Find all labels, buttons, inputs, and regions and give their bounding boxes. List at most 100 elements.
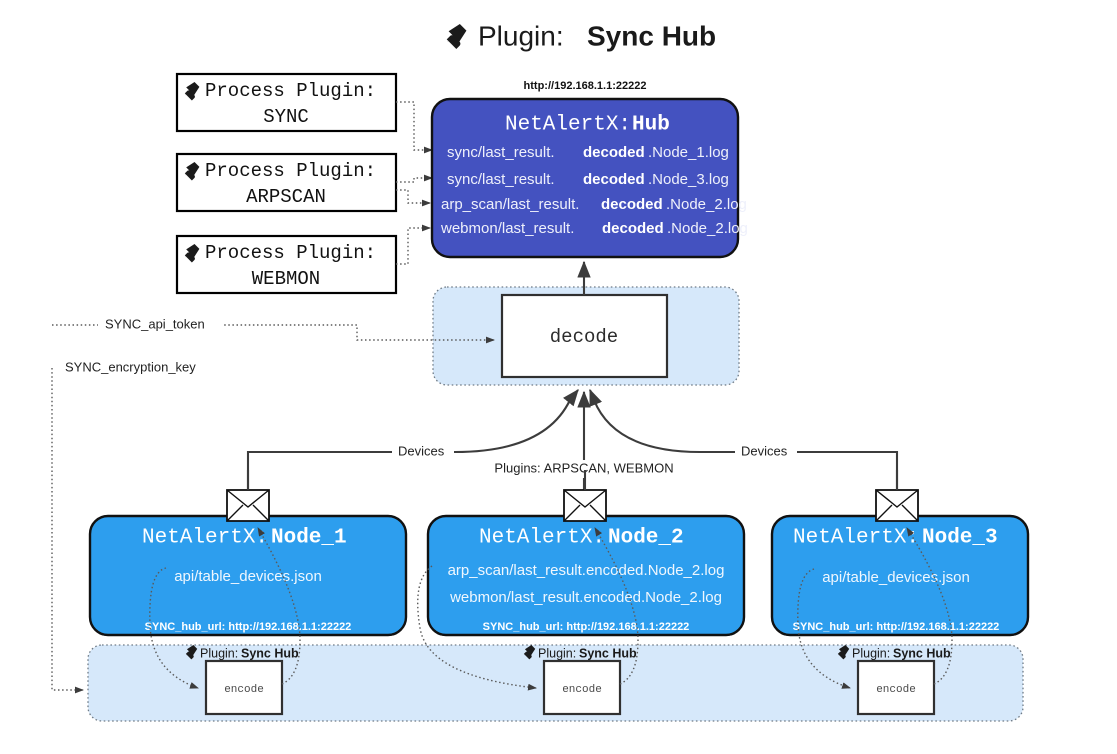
node-name-label: Node_1 [271, 527, 347, 550]
encode-cluster: Plugin: Sync Hub encode Plugin: Sync Hub… [87, 644, 1024, 722]
process-plugin-box-sync[interactable]: Process Plugin: SYNC [175, 72, 398, 133]
page-title-name: Sync Hub [587, 20, 716, 51]
hub-url-label: http://192.168.1.1:22222 [524, 80, 647, 92]
envelope-icon [563, 489, 607, 522]
encoder-plugin-prefix: Plugin: [200, 646, 238, 660]
hub-log-prefix: sync/last_result. [447, 144, 555, 161]
node-app-label: NetAlertX: [479, 527, 605, 550]
envelope-stubs [246, 470, 899, 490]
hub-log-emph: decoded [583, 171, 645, 188]
edge-encryption-key [51, 368, 84, 694]
edge-label-devices-right: Devices [741, 443, 788, 458]
encoder-plugin-prefix: Plugin: [538, 646, 576, 660]
node-log-line: api/table_devices.json [822, 569, 970, 586]
envelope-icon [875, 489, 919, 522]
node-3[interactable]: NetAlertX: Node_3 api/table_devices.json… [770, 489, 1030, 637]
envelope-icon [226, 489, 270, 522]
edge-label-devices-left: Devices [398, 443, 445, 458]
node-to-decode-edges: Devices Plugins: ARPSCAN, WEBMON Devices [246, 388, 899, 496]
hub-log-suffix: .Node_2.log [666, 196, 747, 213]
hub-log-prefix: arp_scan/last_result. [441, 196, 579, 213]
hub-log-emph: decoded [583, 144, 645, 161]
edge-label-backdrop [392, 443, 454, 461]
process-plugin-box-arpscan[interactable]: Process Plugin: ARPSCAN [175, 152, 398, 213]
hub-log-suffix: .Node_3.log [648, 171, 729, 188]
hub-node[interactable]: http://192.168.1.1:22222 NetAlertX: Hub … [430, 80, 748, 259]
edge-label-backdrop [60, 358, 230, 377]
edge-arpscan-to-hub-1 [396, 174, 433, 183]
encoder-plugin-name: Sync Hub [893, 646, 951, 660]
hub-log-line: arp_scan/last_result. decoded .Node_2.lo… [441, 196, 747, 213]
hub-name-label: Hub [632, 114, 670, 137]
process-plugin-rect [175, 234, 398, 295]
settings-edges: SYNC_api_token SYNC_encryption_key [51, 315, 495, 694]
process-plugin-heading: Process Plugin: [205, 80, 376, 102]
node-app-label: NetAlertX: [142, 527, 268, 550]
edge-label-backdrop [735, 443, 797, 461]
decode-cluster: decode [432, 286, 740, 386]
hub-app-label: NetAlertX: [505, 114, 631, 137]
encode-box[interactable] [856, 659, 936, 716]
node-setting-label: SYNC_hub_url: http://192.168.1.1:22222 [793, 621, 1000, 633]
hub-rect [430, 97, 740, 259]
hub-log-prefix: sync/last_result. [447, 171, 555, 188]
edge-node3-data-to-encode [797, 568, 851, 689]
hub-log-prefix: webmon/last_result. [440, 220, 574, 237]
decode-label: decode [550, 326, 618, 348]
process-plugin-rect [175, 152, 398, 213]
edge-node2-data-to-encode [417, 565, 537, 691]
edge-node1-encode-to-envelope [257, 527, 301, 685]
edge-node2-encode-to-envelope [594, 527, 639, 685]
hub-log-suffix: .Node_2.log [667, 220, 748, 237]
node-name-label: Node_3 [922, 527, 998, 550]
encode-flow-edges [149, 527, 953, 691]
plugin-to-hub-edges [396, 101, 433, 265]
hub-log-emph: decoded [601, 196, 663, 213]
edge-label-api-token: SYNC_api_token [105, 316, 205, 331]
hub-log-line: sync/last_result. decoded .Node_3.log [447, 171, 729, 188]
process-plugin-name: WEBMON [252, 268, 320, 290]
edge-sync-to-hub [396, 101, 433, 154]
encode-box[interactable] [542, 659, 622, 716]
hub-log-emph: decoded [602, 220, 664, 237]
encoder-3[interactable]: Plugin: Sync Hub encode [837, 645, 951, 716]
encode-label: encode [562, 684, 602, 696]
edge-node1-data-to-encode [149, 567, 199, 689]
edge-webmon-to-hub [396, 224, 431, 265]
edge-label-plugins-center: Plugins: ARPSCAN, WEBMON [494, 460, 673, 475]
edge-label-encryption-key: SYNC_encryption_key [65, 359, 196, 374]
process-plugin-list: Process Plugin: SYNC Process Plugin: ARP… [175, 72, 398, 295]
process-plugin-heading: Process Plugin: [205, 242, 376, 264]
node-2[interactable]: NetAlertX: Node_2 arp_scan/last_result.e… [426, 489, 746, 637]
node-app-label: NetAlertX: [793, 527, 919, 550]
page-title: Plugin: Sync Hub [446, 20, 716, 51]
edge-node3-to-decode [589, 388, 899, 496]
process-plugin-name: ARPSCAN [246, 186, 326, 208]
encode-label: encode [224, 684, 264, 696]
encoder-plugin-name: Sync Hub [241, 646, 299, 660]
node-log-line: api/table_devices.json [174, 568, 322, 585]
page-title-prefix: Plugin: [478, 20, 564, 51]
encode-label: encode [876, 684, 916, 696]
process-plugin-box-webmon[interactable]: Process Plugin: WEBMON [175, 234, 398, 295]
encoder-1[interactable]: Plugin: Sync Hub encode [185, 645, 299, 716]
node-setting-label: SYNC_hub_url: http://192.168.1.1:22222 [145, 621, 352, 633]
encoder-plugin-name: Sync Hub [579, 646, 637, 660]
edge-label-backdrop [502, 460, 668, 478]
node-1[interactable]: NetAlertX: Node_1 api/table_devices.json… [88, 489, 408, 637]
node-log-line: webmon/last_result.encoded.Node_2.log [449, 589, 722, 606]
hub-log-line: sync/last_result. decoded .Node_1.log [447, 144, 729, 161]
node-setting-label: SYNC_hub_url: http://192.168.1.1:22222 [483, 621, 690, 633]
encode-box[interactable] [204, 659, 284, 716]
node-name-label: Node_2 [608, 527, 684, 550]
edge-label-backdrop [98, 315, 224, 334]
edge-node1-to-decode [246, 389, 579, 496]
process-plugin-name: SYNC [263, 106, 309, 128]
hub-log-suffix: .Node_1.log [648, 144, 729, 161]
hub-log-line: webmon/last_result. decoded .Node_2.log [440, 220, 748, 237]
decode-box[interactable] [500, 293, 669, 379]
encoder-2[interactable]: Plugin: Sync Hub encode [523, 645, 637, 716]
process-plugin-heading: Process Plugin: [205, 160, 376, 182]
encoder-plugin-prefix: Plugin: [852, 646, 890, 660]
